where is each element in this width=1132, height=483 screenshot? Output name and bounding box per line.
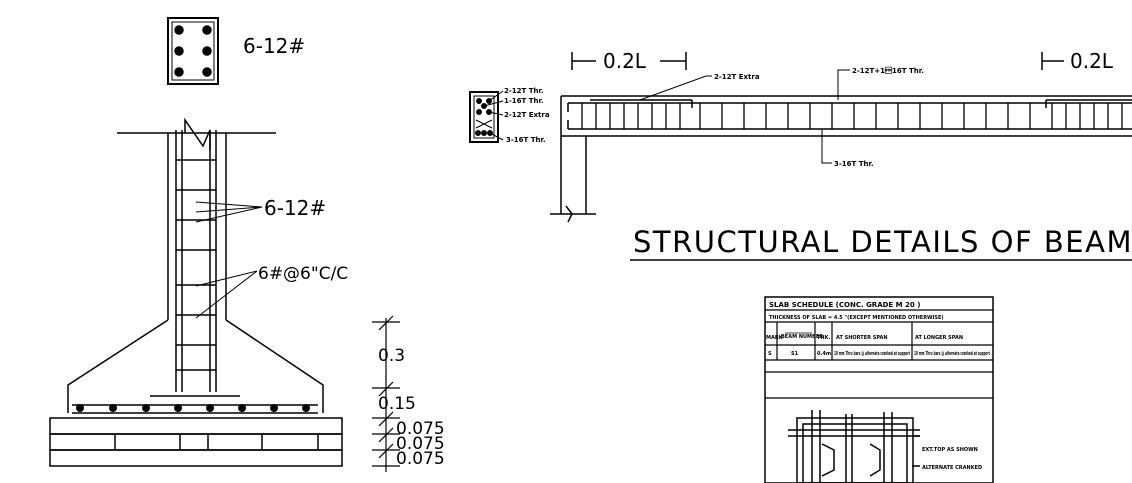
slab-header: THK. bbox=[817, 335, 830, 341]
dim-label: 0.075 bbox=[396, 449, 445, 469]
slab-note: ALTERNATE CRANKED bbox=[922, 465, 982, 471]
slab-plan bbox=[788, 410, 920, 483]
slab-cell: S1 bbox=[791, 351, 799, 357]
slab-header: AT SHORTER SPAN bbox=[836, 335, 888, 341]
slab-header: MARK bbox=[766, 335, 784, 341]
span-left-label: 0.2L bbox=[603, 49, 647, 73]
footing-detail bbox=[49, 17, 400, 472]
slab-schedule-title: SLAB SCHEDULE (CONC. GRADE M 20 ) bbox=[769, 301, 920, 309]
dim-label: 0.3 bbox=[378, 346, 405, 366]
dim-label: 0.15 bbox=[378, 394, 416, 414]
slab-cell: 10 mm Thru bars @ alternate cranked at s… bbox=[834, 351, 910, 357]
slab-thickness-note: THICKNESS OF SLAB = 4.5 "(EXCEPT MENTION… bbox=[769, 315, 944, 321]
span-right-label: 0.2L bbox=[1070, 49, 1114, 73]
slab-note: EXT.TOP AS SHOWN bbox=[922, 447, 978, 453]
footing-bars bbox=[76, 404, 310, 412]
beam-extra-bar-label: 2-12T Extra bbox=[714, 73, 760, 81]
section-label: 2-12T Extra bbox=[504, 111, 550, 119]
slab-cell: 0.4m bbox=[817, 351, 831, 357]
beam-stirrups bbox=[581, 103, 1123, 129]
slab-cell: S bbox=[768, 351, 772, 357]
column-section bbox=[167, 17, 219, 85]
slab-header: BEAM NUMBER bbox=[781, 334, 823, 340]
beam-section bbox=[469, 90, 504, 143]
column-ties bbox=[176, 159, 216, 371]
section-label: 1-16T Thr. bbox=[504, 97, 544, 105]
beam-detail bbox=[469, 52, 1132, 261]
slab-header: AT LONGER SPAN bbox=[915, 335, 963, 341]
section-label: 2-12T Thr. bbox=[504, 87, 544, 95]
ties-callout: 6#@6"C/C bbox=[258, 264, 348, 284]
dim-label: 0.075 bbox=[396, 434, 445, 454]
slab-schedule bbox=[764, 296, 994, 483]
beam-top-bar-label: 2-12T+116T Thr. bbox=[852, 66, 924, 75]
column-bars-callout: 6-12# bbox=[264, 196, 326, 220]
dim-label: 0.075 bbox=[396, 419, 445, 439]
column-bars-label: 6-12# bbox=[243, 34, 305, 58]
section-label: 3-16T Thr. bbox=[506, 136, 546, 144]
slab-cell: 10 mm Thru bars @ alternate cranked at s… bbox=[914, 351, 990, 357]
beam-bottom-bar-label: 3-16T Thr. bbox=[834, 160, 874, 168]
beam-title: STRUCTURAL DETAILS OF BEAM bbox=[633, 225, 1132, 259]
footing-dimensions bbox=[372, 315, 400, 472]
